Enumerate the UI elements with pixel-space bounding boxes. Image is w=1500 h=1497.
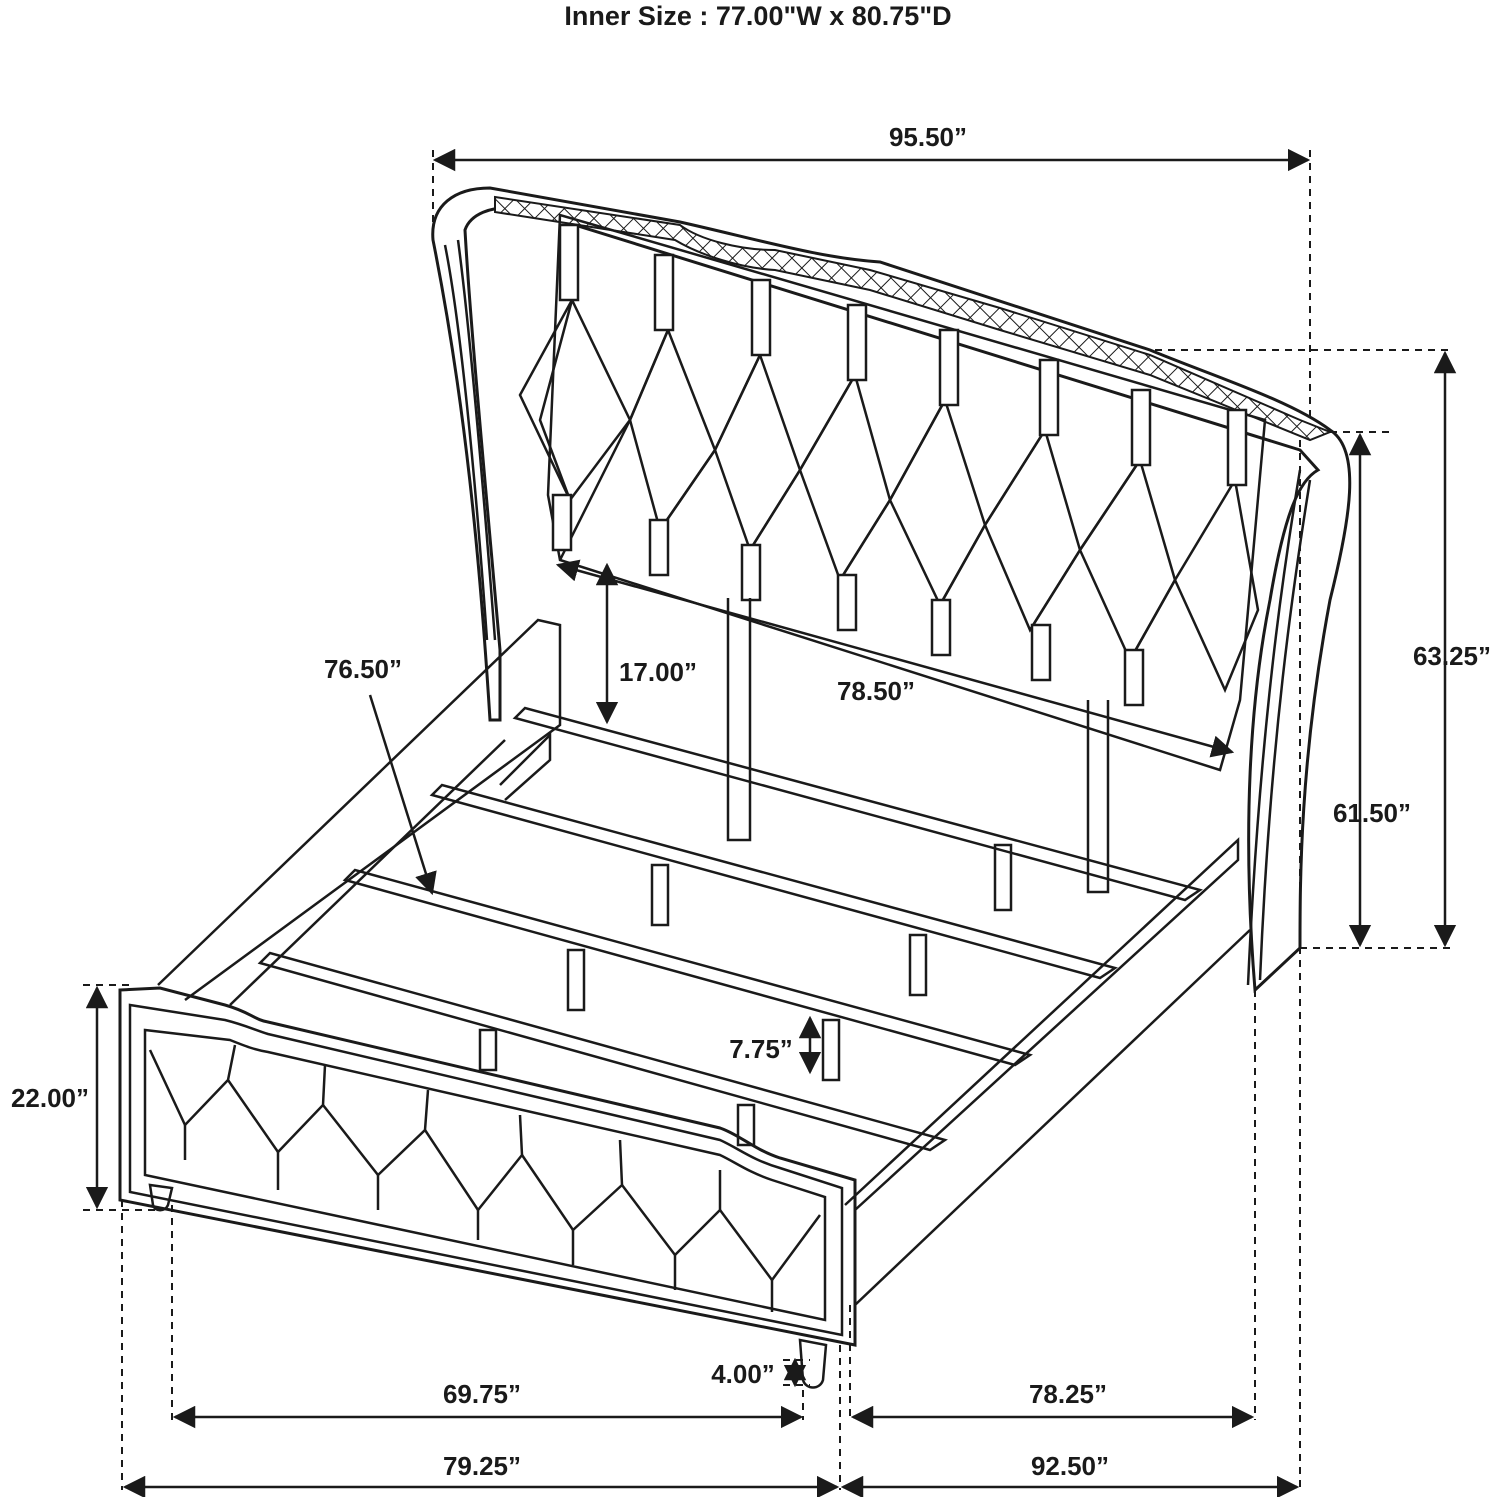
dimension-lines xyxy=(83,148,1457,1497)
slat-clearance-label: 7.75” xyxy=(729,1034,793,1064)
footboard xyxy=(118,986,857,1389)
headboard-panel-width-label: 78.50” xyxy=(837,676,915,706)
inner-size-title: Inner Size : 77.00"W x 80.75"D xyxy=(564,1,951,31)
headboard-clearance-label: 17.00” xyxy=(619,657,697,687)
overall-width-top-label: 95.50” xyxy=(889,122,967,152)
leg-height-label: 4.00” xyxy=(711,1359,775,1389)
post-height-label: 61.50” xyxy=(1333,798,1411,828)
dimension-labels: 95.50” 63.25” 61.50” 78.50” 17.00” 76.50… xyxy=(11,122,1491,1481)
footboard-height-label: 22.00” xyxy=(11,1083,89,1113)
headboard xyxy=(431,186,1352,994)
footboard-inner-width-label: 69.75” xyxy=(443,1379,521,1409)
footboard-overall-width-label: 79.25” xyxy=(443,1451,521,1481)
headboard-height-label: 63.25” xyxy=(1413,641,1491,671)
overall-length-label: 92.50” xyxy=(1031,1451,1109,1481)
side-rail-length-label: 76.50” xyxy=(324,654,402,684)
side-inner-length-label: 78.25” xyxy=(1029,1379,1107,1409)
headboard-panel-arrow xyxy=(555,559,1235,758)
side-rails xyxy=(157,618,1251,1306)
bed-slats xyxy=(257,706,1203,1152)
bed-line-drawing xyxy=(118,186,1352,1389)
side-rail-leader xyxy=(368,694,437,896)
